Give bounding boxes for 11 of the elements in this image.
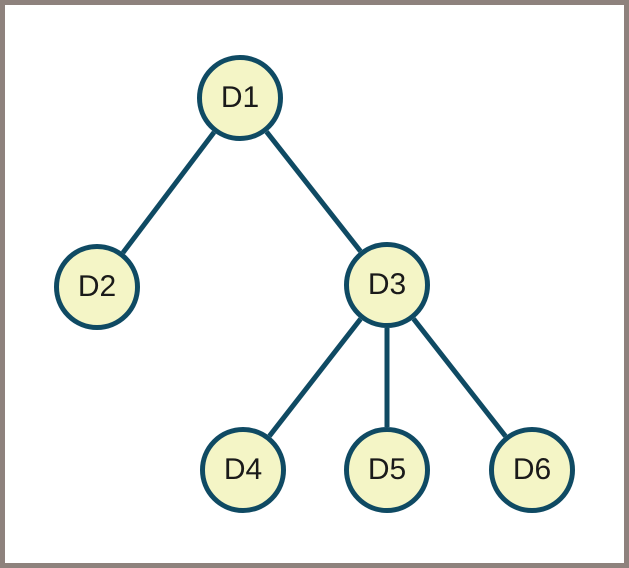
connector-line [120,130,216,254]
connector-line [384,328,390,427]
connector-line [264,130,362,253]
connector-line [267,317,363,438]
node-label: D6 [512,453,552,487]
node-label: D4 [224,453,262,487]
node-label: D3 [368,268,406,302]
connector-line [412,317,508,438]
node-label: D1 [220,81,260,115]
node-label: D5 [368,453,406,487]
node-label: D2 [78,270,116,304]
